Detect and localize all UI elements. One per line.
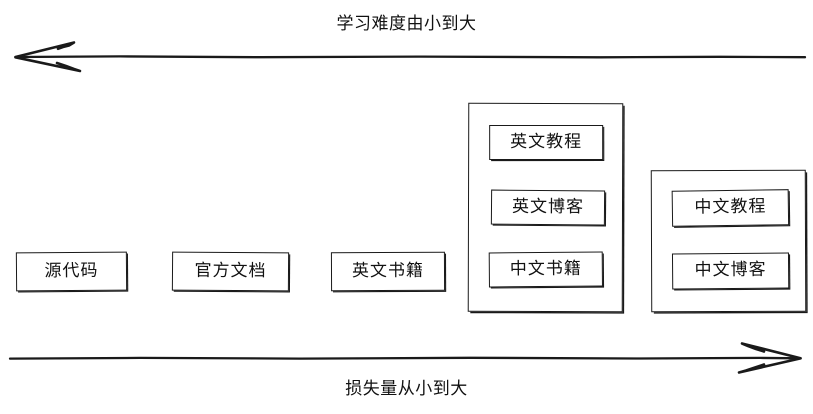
node-label: 源代码 [44, 260, 99, 281]
node-label: 中文教程 [694, 196, 767, 218]
bottom-axis-label: 损失量从小到大 [345, 379, 468, 399]
node-chinese-blog[interactable]: 中文博客 [671, 252, 790, 290]
node-chinese-books[interactable]: 中文书籍 [488, 251, 603, 288]
node-label: 英文教程 [510, 131, 583, 152]
node-official-docs[interactable]: 官方文档 [171, 251, 290, 292]
arrow-right-icon [8, 342, 802, 374]
node-label: 中文书籍 [509, 258, 582, 279]
node-label: 英文博客 [511, 196, 585, 217]
group-english-resources: 英文教程 英文博客 中文书籍 [467, 102, 624, 313]
node-english-blog[interactable]: 英文博客 [490, 189, 606, 226]
node-label: 英文书籍 [351, 260, 425, 281]
node-chinese-tutorial[interactable]: 中文教程 [671, 189, 790, 227]
arrow-left-icon [14, 41, 807, 73]
top-axis-label: 学习难度由小到大 [336, 14, 477, 34]
node-label: 中文博客 [694, 259, 767, 281]
node-label: 官方文档 [194, 260, 267, 281]
node-english-tutorial[interactable]: 英文教程 [489, 124, 604, 161]
node-english-books[interactable]: 英文书籍 [330, 251, 446, 292]
group-chinese-resources: 中文教程 中文博客 [650, 169, 807, 313]
node-source-code[interactable]: 源代码 [15, 251, 128, 292]
